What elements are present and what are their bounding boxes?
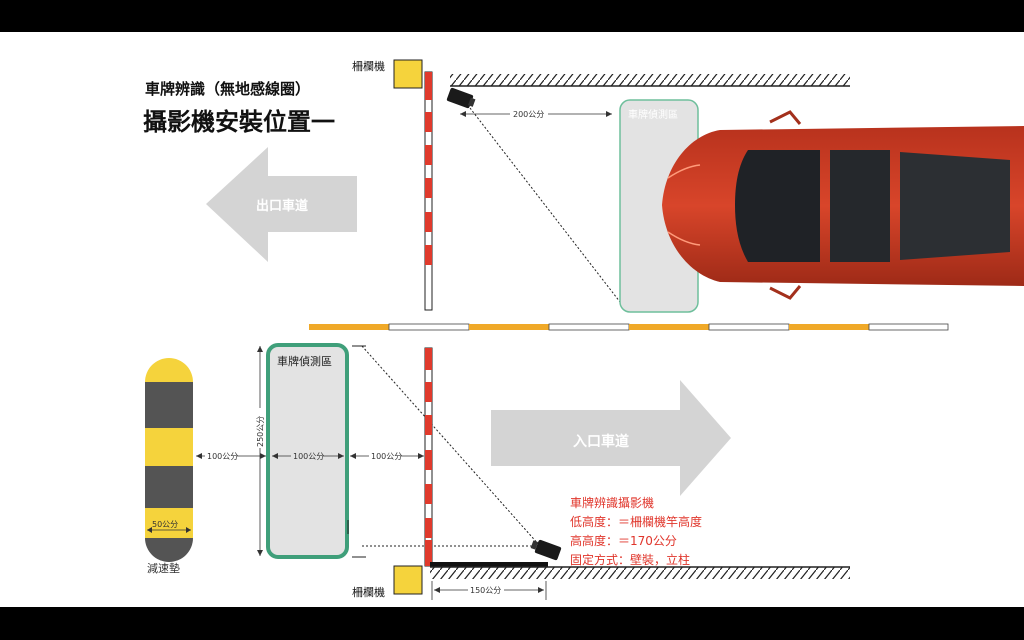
gate-bottom-pole — [424, 347, 433, 567]
dim-top-camera-to-zone — [460, 108, 612, 120]
camera-spec-mount: 固定方式：壁裝，立柱 — [570, 552, 690, 567]
detect-zone-top-label: 車牌偵測區 — [628, 108, 678, 121]
dim-bump-width-text: 50公分 — [152, 520, 178, 529]
dim-bump-to-zone — [196, 450, 266, 462]
dim-gate-to-camera — [431, 581, 547, 600]
dim-zone-width-text: 100公分 — [293, 452, 324, 461]
bottom-letterbox — [0, 607, 1024, 640]
exit-lane-label: 出口車道 — [256, 198, 308, 214]
speed-bump — [145, 358, 193, 562]
dim-gate-to-camera-text: 150公分 — [470, 586, 501, 595]
dim-zone-height-text: 250公分 — [256, 416, 265, 447]
entry-lane-label: 入口車道 — [573, 433, 629, 450]
dim-zone-height — [254, 346, 266, 556]
top-wall — [450, 74, 850, 87]
gate-top-pole — [424, 71, 433, 311]
exit-lane-arrow — [206, 147, 357, 262]
title-line-2: 攝影機安裝位置一 — [143, 108, 335, 136]
zone-tick-marks — [347, 345, 366, 558]
camera-spec-low-height: 低高度：＝柵欄機竿高度 — [570, 514, 702, 529]
camera-spec-high-height: 高高度：＝170公分 — [570, 533, 677, 548]
gate-top-box — [393, 59, 423, 89]
lane-divider — [309, 323, 949, 331]
camera-bottom-sightline-1 — [361, 345, 541, 547]
car-icon — [662, 110, 1024, 300]
camera-top-icon — [446, 87, 476, 109]
bottom-wall — [430, 566, 850, 579]
entry-lane-arrow — [491, 380, 731, 496]
gate-top-label: 柵欄機 — [352, 59, 385, 73]
camera-mount-bar — [430, 562, 548, 567]
detect-zone-bottom-label: 車牌偵測區 — [277, 354, 332, 368]
camera-top-sightline — [469, 107, 621, 303]
dim-bump-to-zone-text: 100公分 — [207, 452, 238, 461]
gate-bottom-box — [393, 565, 423, 595]
top-letterbox — [0, 0, 1024, 32]
dim-zone-width — [272, 450, 344, 462]
speed-bump-label: 減速墊 — [147, 561, 180, 575]
camera-bottom-icon — [530, 539, 562, 561]
camera-spec-title: 車牌辨識攝影機 — [570, 495, 654, 510]
dim-top-camera-to-zone-text: 200公分 — [513, 110, 544, 119]
dim-zone-to-gate-text: 100公分 — [371, 452, 402, 461]
gate-bottom-label: 柵欄機 — [352, 585, 385, 599]
dim-zone-to-gate — [350, 450, 424, 462]
title-line-1: 車牌辨識（無地感線圈） — [145, 80, 310, 98]
dim-bump-width — [147, 527, 191, 533]
